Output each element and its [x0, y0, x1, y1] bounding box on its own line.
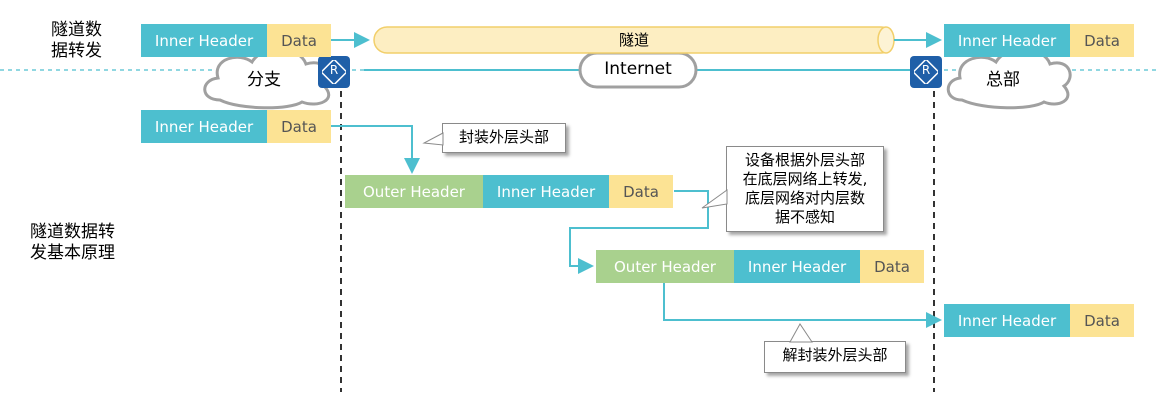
callout-text-line: 在底层网络上转发, [742, 170, 868, 188]
router-letter: R [329, 63, 339, 77]
hq-router-icon[interactable]: R [910, 56, 942, 88]
label-line: 发基本原理 [30, 243, 115, 263]
callout-text: 解封装外层头部 [782, 346, 888, 364]
callout-tail-forward [701, 189, 728, 209]
branch-cloud [203, 48, 332, 110]
label-line: 隧道数 [51, 20, 102, 40]
data-segment: Data [1070, 304, 1134, 337]
callout-text-line: 据不感知 [774, 208, 835, 226]
packet-original: Inner Header Data [141, 110, 331, 143]
inner-header-segment: Inner Header [141, 24, 267, 57]
data-segment: Data [1070, 24, 1134, 57]
inner-header-segment: Inner Header [944, 24, 1070, 57]
label-line: 隧道数据转 [30, 222, 115, 242]
callout-forward: 设备根据外层头部 在底层网络上转发, 底层网络对内层数 据不感知 [726, 146, 884, 232]
section-label-tunnel-forwarding: 隧道数 据转发 [51, 20, 102, 62]
outer-header-segment: Outer Header [345, 175, 483, 208]
data-segment: Data [860, 250, 924, 283]
callout-text-line: 底层网络对内层数 [744, 189, 865, 207]
inner-header-segment: Inner Header [483, 175, 609, 208]
callout-tail-encap [422, 132, 444, 146]
inner-header-segment: Inner Header [734, 250, 860, 283]
section-label-basic-principle: 隧道数据转 发基本原理 [30, 222, 115, 264]
packet-branch-top: Inner Header Data [141, 24, 331, 57]
router-glyph-icon [914, 60, 938, 84]
packet-forwarded: Outer Header Inner Header Data [596, 250, 924, 283]
router-glyph-icon [322, 60, 346, 84]
packet-hq-top: Inner Header Data [944, 24, 1134, 57]
arrow-decap [663, 283, 942, 328]
outer-header-segment: Outer Header [596, 250, 734, 283]
internet-label: Internet [604, 59, 672, 79]
arrow-forward [569, 190, 709, 274]
data-segment: Data [267, 110, 331, 143]
packet-decapsulated: Inner Header Data [944, 304, 1134, 337]
callout-encapsulate: 封装外层头部 [442, 123, 566, 153]
packet-encapsulated: Outer Header Inner Header Data [345, 175, 673, 208]
callout-decapsulate: 解封装外层头部 [764, 341, 906, 373]
arrow-encap [331, 125, 420, 174]
callout-text: 封装外层头部 [458, 128, 549, 146]
inner-header-segment: Inner Header [944, 304, 1070, 337]
data-segment: Data [267, 24, 331, 57]
hq-cloud [946, 48, 1072, 110]
callout-tail-decap [789, 323, 813, 343]
callout-text-line: 设备根据外层头部 [744, 151, 865, 169]
branch-router-icon[interactable]: R [318, 56, 350, 88]
data-segment: Data [609, 175, 673, 208]
router-letter: R [921, 63, 931, 77]
label-line: 据转发 [51, 41, 102, 61]
tunnel-label: 隧道 [618, 31, 649, 49]
branch-label: 分支 [247, 70, 281, 90]
inner-header-segment: Inner Header [141, 110, 267, 143]
hq-label: 总部 [986, 70, 1020, 90]
